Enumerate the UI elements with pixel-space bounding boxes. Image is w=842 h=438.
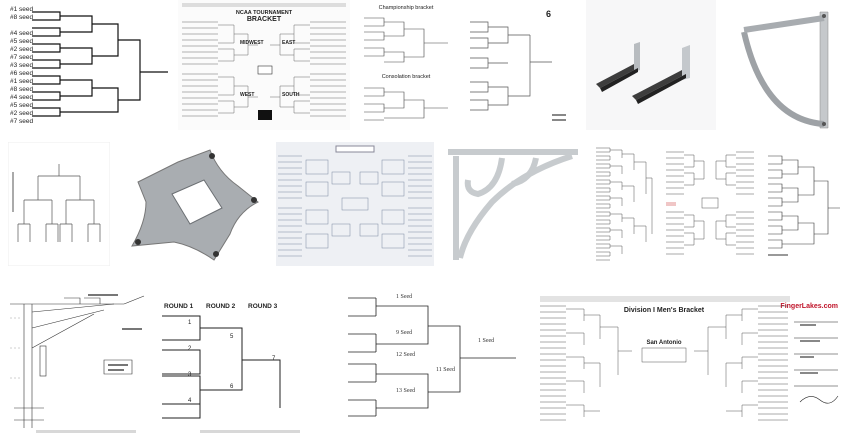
result-tile-curved-bracket[interactable] (724, 0, 842, 130)
seed-label: #2 seed (10, 46, 34, 53)
result-tile-seed-bracket[interactable]: 1 Seed 9 Seed 12 Seed 13 Seed 11 Seed 1 … (344, 288, 520, 424)
seed-label: 11 Seed (436, 367, 455, 373)
seed-label: 12 Seed (396, 352, 415, 358)
result-tile-double-elimination[interactable] (8, 142, 110, 266)
result-tile-championship-bracket[interactable]: Championship bracket Consolation bracket (360, 0, 452, 130)
seed-label: #8 seed (10, 14, 34, 21)
region-label: EAST (282, 40, 295, 46)
match-number: 2 (188, 346, 192, 352)
result-tile-mounting-plate[interactable] (118, 142, 270, 266)
seed-label: 1 Seed (396, 294, 412, 300)
seed-label: #1 seed (10, 6, 34, 13)
caption-strip (0, 430, 842, 438)
seed-label: #3 seed (10, 62, 34, 69)
result-tile-victorian-bracket[interactable] (442, 142, 580, 266)
seed-label: 1 Seed (478, 338, 494, 344)
seed-label: #1 seed (10, 78, 34, 85)
result-tile-12-seed-bracket[interactable]: #1 seed #8 seed #4 seed #5 seed #2 seed … (0, 0, 170, 130)
round-label: ROUND 2 (206, 303, 236, 310)
match-number: 3 (188, 372, 192, 378)
seed-label: #4 seed (10, 94, 34, 101)
seed-label: #4 seed (10, 30, 34, 37)
match-number: 1 (188, 320, 192, 326)
seed-label: #7 seed (10, 54, 34, 61)
result-tile-round-bracket[interactable]: ROUND 1 ROUND 2 ROUND 3 1 2 3 4 5 6 7 (158, 300, 324, 424)
region-label: San Antonio (646, 340, 681, 346)
round-label: ROUND 1 (164, 303, 194, 310)
result-tile-ncaa-bracket[interactable]: NCAA TOURNAMENT BRACKET MIDWEST EAST WES… (178, 0, 350, 130)
bracket-title: Championship bracket (379, 5, 434, 11)
result-tile-roof-bracket-drawing[interactable] (4, 288, 150, 430)
seed-label: #7 seed (10, 118, 34, 125)
seed-label: 9 Seed (396, 330, 412, 336)
result-tile-cantilever-brackets[interactable] (586, 0, 716, 130)
seed-label: 13 Seed (396, 388, 415, 394)
seed-label: #6 seed (10, 70, 34, 77)
seed-label: #8 seed (10, 86, 34, 93)
seed-label: #5 seed (10, 102, 34, 109)
victorian-bracket-image (448, 149, 578, 260)
mounting-plate-image (131, 149, 259, 261)
cantilever-bracket-image (596, 42, 690, 104)
bracket-title: NCAA TOURNAMENT (236, 10, 293, 16)
match-number: 4 (188, 398, 192, 404)
result-tile-32-team-bracket[interactable] (276, 142, 434, 266)
match-number: 6 (230, 384, 234, 390)
round-label: ROUND 3 (248, 303, 278, 310)
result-tile-16-team-bracket[interactable] (764, 150, 842, 260)
seed-label: #2 seed (10, 110, 34, 117)
result-tile-single-elimination[interactable] (662, 142, 758, 266)
region-label: WEST (240, 92, 254, 98)
seed-label: #5 seed (10, 38, 34, 45)
match-number: 5 (230, 334, 234, 340)
result-tile-division-i-bracket[interactable]: Division I Men's Bracket FingerLakes.com… (538, 296, 842, 430)
curved-bracket-image (741, 11, 829, 129)
bracket-title: Division I Men's Bracket (624, 307, 705, 314)
bracket-subtitle: BRACKET (247, 16, 282, 23)
result-tile-six-team-bracket[interactable]: 6 (460, 0, 576, 130)
region-label: SOUTH (282, 92, 300, 98)
result-tile-64-team-bracket[interactable] (594, 142, 654, 266)
region-label: MIDWEST (240, 40, 264, 46)
match-number: 7 (272, 356, 276, 362)
logo-text: FingerLakes.com (780, 303, 838, 310)
bracket-subtitle: Consolation bracket (382, 74, 431, 80)
bracket-number: 6 (546, 9, 551, 19)
